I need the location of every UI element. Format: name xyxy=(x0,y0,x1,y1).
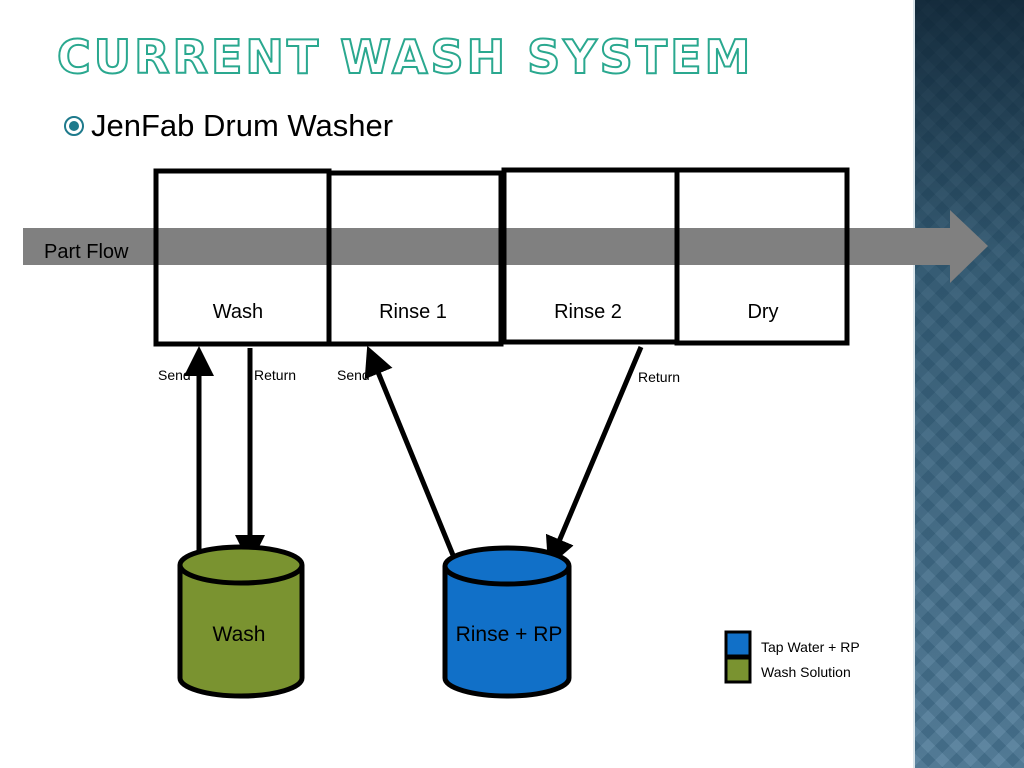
return-label: Return xyxy=(638,369,680,385)
send-label: Send xyxy=(337,367,370,383)
tank-label: Rinse + RP xyxy=(456,623,563,646)
rinse-send-arrow xyxy=(364,345,458,561)
radio-bullet-icon xyxy=(64,116,84,136)
part-flow-arrow xyxy=(23,210,988,283)
part-flow-label: Part Flow xyxy=(44,241,129,263)
station-dry: Dry xyxy=(674,167,850,346)
station-rinse-1: Rinse 1 xyxy=(326,170,504,347)
wash-tank: Wash xyxy=(177,544,305,699)
bullet-item: JenFab Drum Washer xyxy=(63,108,393,144)
station-label: Rinse 1 xyxy=(379,301,447,323)
tank-label: Wash xyxy=(213,623,266,646)
legend-label-tap-water: Tap Water + RP xyxy=(761,639,860,655)
legend-label-wash-solution: Wash Solution xyxy=(761,664,851,680)
rinse-tank: Rinse + RP xyxy=(442,545,572,699)
side-decoration-panel xyxy=(913,0,1024,768)
slide-title: Current Wash System xyxy=(56,29,754,85)
bullet-text: JenFab Drum Washer xyxy=(91,108,394,143)
station-label: Wash xyxy=(213,301,263,323)
send-label: Send xyxy=(158,367,191,383)
return-label: Return xyxy=(254,367,296,383)
station-label: Dry xyxy=(747,301,778,323)
legend: Tap Water + RP Wash Solution xyxy=(724,630,860,684)
rinse-return-arrow xyxy=(545,346,644,568)
legend-swatch-wash-solution xyxy=(724,656,752,684)
legend-swatch-tap-water xyxy=(724,630,752,658)
station-label: Rinse 2 xyxy=(554,301,622,323)
